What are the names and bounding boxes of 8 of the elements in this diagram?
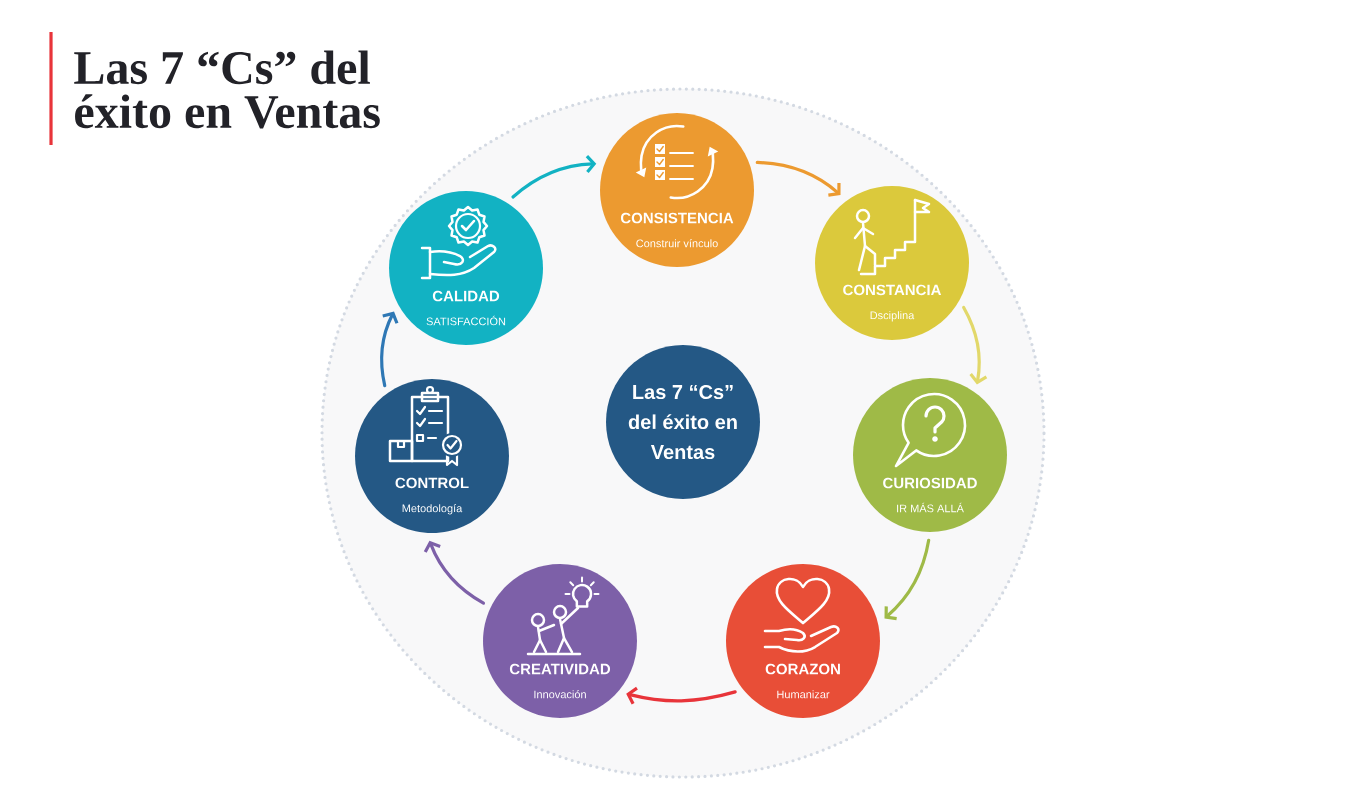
arrow	[423, 540, 486, 605]
arrow	[511, 155, 597, 199]
title: Las 7 “Cs” del éxito en Ventas	[74, 50, 380, 129]
arrow	[962, 305, 988, 385]
arrow	[884, 538, 931, 621]
arrow	[380, 311, 399, 388]
arrow	[755, 160, 841, 197]
arrow	[626, 686, 737, 705]
